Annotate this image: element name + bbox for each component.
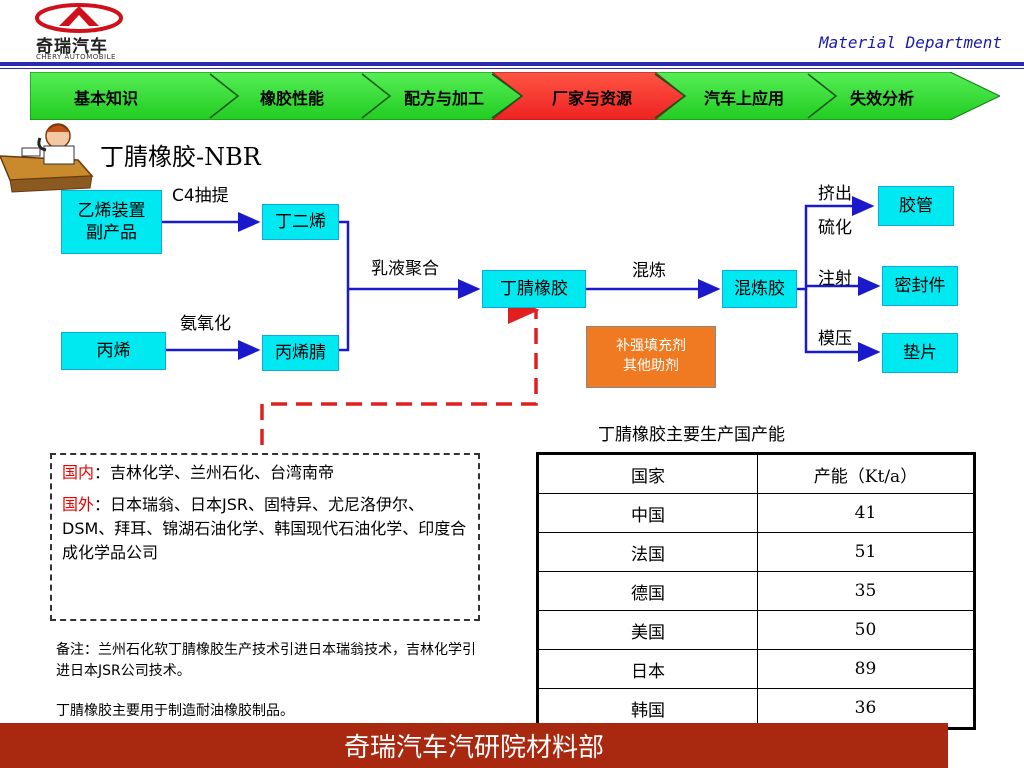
table-header-row: 国家 产能（Kt/a）: [537, 453, 975, 494]
foreign-label: 国外: [62, 495, 95, 514]
emulsion-polymerization-label: 乳液聚合: [371, 259, 439, 279]
header-divider: [0, 62, 1024, 66]
country-cell: 日本: [537, 649, 758, 689]
chery-logo-icon: [35, 3, 123, 33]
molding-label: 模压: [818, 329, 852, 349]
capacity-cell: 50: [757, 610, 975, 650]
compound-rubber-box: 混炼胶: [722, 270, 797, 308]
acrylonitrile-box: 丙烯腈: [262, 335, 339, 371]
header-divider-thin: [0, 68, 1024, 69]
country-cell: 德国: [537, 571, 758, 611]
country-cell: 美国: [537, 610, 758, 650]
logo-subtitle: CHERY AUTOMOBILE: [36, 53, 116, 61]
butadiene-box: 丁二烯: [262, 204, 339, 240]
extrusion-label: 挤出: [818, 184, 852, 204]
footer-banner: 奇瑞汽车汽研院材料部: [0, 723, 948, 768]
nav-item-suppliers[interactable]: 厂家与资源: [552, 89, 633, 108]
c4-extraction-label: C4抽提: [172, 186, 229, 206]
person-at-desk-icon: [0, 123, 94, 193]
nav-bar: 基本知识 橡胶性能 配方与加工 厂家与资源 汽车上应用 失效分析: [30, 72, 1000, 120]
injection-label: 注射: [818, 269, 852, 289]
seal-box: 密封件: [882, 266, 958, 306]
gasket-box: 垫片: [882, 333, 958, 373]
logo-text: 奇瑞汽车: [36, 37, 108, 57]
country-cell: 法国: [537, 532, 758, 572]
ethylene-byproduct-box: 乙烯装置 副产品: [61, 190, 162, 254]
ammoxidation-label: 氨氧化: [180, 314, 231, 334]
additives-box: 补强填充剂 其他助剂: [586, 326, 716, 388]
page-title: 丁腈橡胶-NBR: [100, 143, 261, 171]
mixing-label: 混炼: [632, 261, 666, 281]
domestic-manufacturers: 国内：吉林化学、兰州石化、台湾南帝: [62, 461, 468, 485]
header-country: 国家: [537, 453, 758, 494]
capacity-cell: 35: [757, 571, 975, 611]
department-label: Material Department: [818, 33, 1002, 52]
foreign-manufacturers: 国外：日本瑞翁、日本JSR、固特异、尤尼洛伊尔、DSM、拜耳、锦湖石油化学、韩国…: [62, 493, 468, 565]
domestic-text: ：吉林化学、兰州石化、台湾南帝: [94, 463, 335, 482]
usage-note: 丁腈橡胶主要用于制造耐油橡胶制品。: [56, 703, 294, 719]
nav-item-failure[interactable]: 失效分析: [850, 89, 915, 108]
header-capacity: 产能（Kt/a）: [757, 453, 975, 494]
domestic-label: 国内: [62, 463, 95, 482]
hose-box: 胶管: [878, 186, 954, 226]
table-caption: 丁腈橡胶主要生产国产能: [598, 425, 785, 445]
nav-item-formula[interactable]: 配方与加工: [404, 89, 485, 108]
nav-item-basics[interactable]: 基本知识: [74, 89, 139, 108]
vulcanization-label: 硫化: [818, 218, 852, 238]
technology-note: 备注：兰州石化软丁腈橡胶生产技术引进日本瑞翁技术，吉林化学引进日本JSR公司技术…: [56, 642, 476, 679]
capacity-cell: 41: [757, 493, 975, 533]
capacity-cell: 89: [757, 649, 975, 689]
country-cell: 中国: [537, 493, 758, 533]
country-cell: 韩国: [537, 688, 758, 729]
manufacturers-box: 国内：吉林化学、兰州石化、台湾南帝 国外：日本瑞翁、日本JSR、固特异、尤尼洛伊…: [50, 453, 480, 621]
propylene-box: 丙烯: [61, 332, 166, 370]
nav-item-performance[interactable]: 橡胶性能: [260, 89, 325, 108]
capacity-cell: 51: [757, 532, 975, 572]
nbr-box: 丁腈橡胶: [482, 270, 586, 308]
nav-background: [30, 72, 1000, 120]
nav-item-automotive[interactable]: 汽车上应用: [704, 89, 785, 108]
foreign-text: ：日本瑞翁、日本JSR、固特异、尤尼洛伊尔、DSM、拜耳、锦湖石油化学、韩国现代…: [62, 495, 467, 562]
